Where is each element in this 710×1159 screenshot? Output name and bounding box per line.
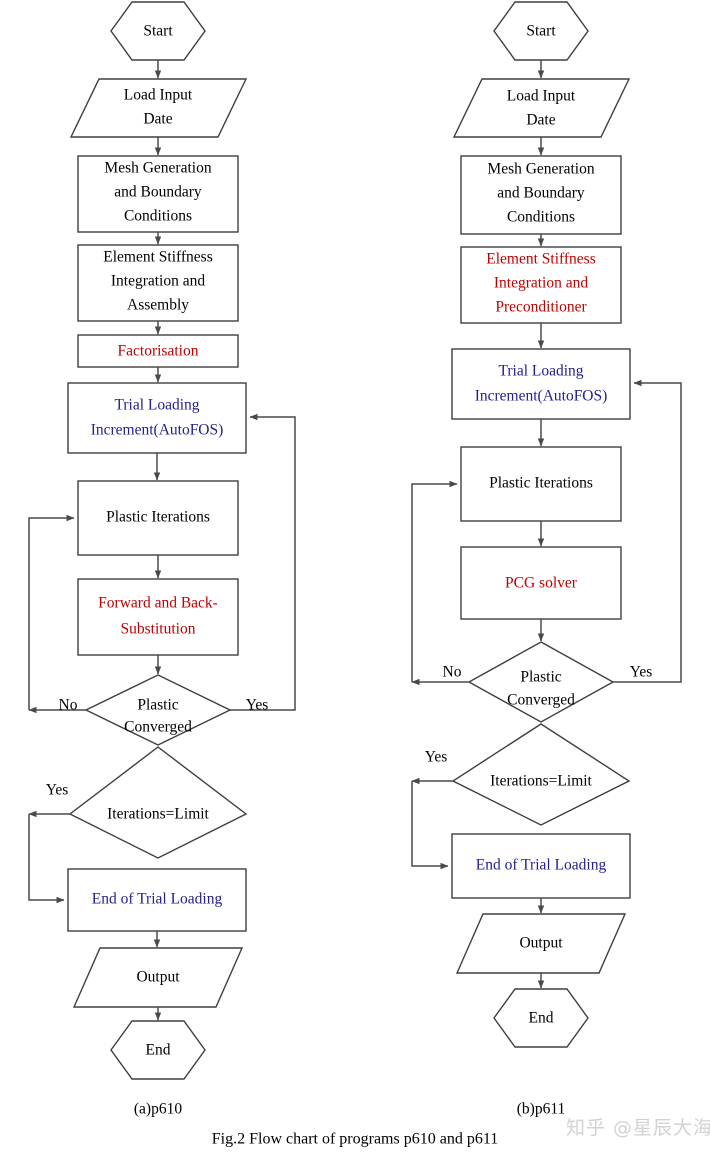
node-load-input-p610-line2: Date [143, 111, 172, 128]
node-forward-back-p610-line2: Substitution [121, 621, 196, 638]
node-mesh-p611: Mesh Generation and Boundary Conditions [460, 155, 622, 235]
node-iterations-limit-p611: Iterations=Limit [451, 723, 631, 826]
edge-rail-to-end-trial-p611 [411, 781, 449, 870]
node-start-p610: Start [110, 1, 206, 61]
node-trial-loading-p611: Trial Loading Increment(AutoFOS) [451, 348, 631, 420]
node-mesh-p610-line2: and Boundary [114, 184, 202, 201]
node-trial-loading-p610: Trial Loading Increment(AutoFOS) [67, 382, 247, 454]
edge-rail-to-plastic-iterations-p610 [28, 514, 75, 710]
edge-rail-to-end-trial-p610 [28, 814, 65, 904]
node-output-p610: Output [72, 947, 244, 1008]
edge-rail-to-plastic-iterations-p611 [411, 480, 458, 682]
node-factorisation-p610: Factorisation [77, 334, 239, 368]
node-trial-loading-p610-line2: Increment(AutoFOS) [91, 422, 224, 439]
chart-p611: Start Load Input Date Mesh Generation an… [411, 1, 682, 1118]
node-output-p610-label: Output [136, 969, 180, 986]
branch-label-limit-yes-p611: Yes [425, 749, 448, 766]
node-end-p610: End [110, 1020, 206, 1080]
node-end-p611-label: End [529, 1010, 554, 1027]
node-mesh-p611-line1: Mesh Generation [487, 161, 594, 178]
node-pcg-solver-p611-label: PCG solver [505, 575, 578, 592]
node-end-trial-p610-label: End of Trial Loading [92, 891, 223, 908]
node-end-trial-p610: End of Trial Loading [67, 868, 247, 932]
node-plastic-converged-p611-line1: Plastic [520, 669, 561, 686]
node-output-p611-label: Output [519, 935, 563, 952]
node-plastic-converged-p610: Plastic Converged [84, 674, 232, 746]
node-forward-back-p610: Forward and Back- Substitution [77, 578, 239, 656]
node-plastic-converged-p611-line2: Converged [507, 692, 575, 709]
node-plastic-iterations-p610: Plastic Iterations [77, 480, 239, 556]
node-trial-loading-p611-line2: Increment(AutoFOS) [475, 388, 608, 405]
node-iterations-limit-p610: Iterations=Limit [68, 746, 248, 859]
branch-label-converged-yes-p611: Yes [630, 664, 653, 681]
node-end-trial-p611-label: End of Trial Loading [476, 857, 607, 874]
node-plastic-iterations-p611-label: Plastic Iterations [489, 475, 593, 492]
node-factorisation-p610-label: Factorisation [118, 343, 199, 360]
node-mesh-p610-line3: Conditions [124, 208, 192, 225]
node-trial-loading-p610-line1: Trial Loading [114, 397, 199, 414]
node-forward-back-p610-line1: Forward and Back- [98, 595, 218, 612]
node-stiffness-p611: Element Stiffness Integration and Precon… [460, 246, 622, 324]
edge-converged-yes-loop-p610 [230, 413, 296, 711]
node-load-input-p610-line1: Load Input [124, 87, 193, 104]
branch-label-converged-yes-p610: Yes [246, 697, 269, 714]
node-mesh-p610-line1: Mesh Generation [104, 160, 211, 177]
node-output-p611: Output [455, 913, 627, 974]
node-mesh-p610: Mesh Generation and Boundary Conditions [77, 155, 239, 233]
node-plastic-converged-p611: Plastic Converged [467, 641, 615, 723]
node-stiffness-p610-line3: Assembly [127, 297, 189, 314]
node-stiffness-p611-line3: Preconditioner [495, 299, 587, 316]
node-plastic-iterations-p610-label: Plastic Iterations [106, 509, 210, 526]
edge-converged-yes-loop-p611 [613, 379, 682, 683]
node-start-p611-label: Start [526, 23, 556, 40]
node-load-input-p611-line2: Date [526, 112, 555, 129]
node-stiffness-p611-line1: Element Stiffness [486, 251, 596, 268]
node-mesh-p611-line2: and Boundary [497, 185, 585, 202]
figure-caption: Fig.2 Flow chart of programs p610 and p6… [212, 1131, 498, 1148]
node-end-p610-label: End [146, 1042, 171, 1059]
branch-label-limit-yes-p610: Yes [46, 782, 69, 799]
node-stiffness-p611-line2: Integration and [494, 275, 589, 292]
node-trial-loading-p611-line1: Trial Loading [498, 363, 583, 380]
sub-caption-p611: (b)p611 [517, 1101, 566, 1118]
node-iterations-limit-p611-label: Iterations=Limit [490, 773, 592, 790]
branch-label-converged-no-p610: No [59, 697, 78, 714]
branch-label-converged-no-p611: No [443, 664, 462, 681]
node-iterations-limit-p610-label: Iterations=Limit [107, 806, 209, 823]
node-plastic-iterations-p611: Plastic Iterations [460, 446, 622, 522]
node-stiffness-p610-line2: Integration and [111, 273, 206, 290]
node-plastic-converged-p610-line1: Plastic [137, 697, 178, 714]
node-end-p611: End [493, 988, 589, 1048]
node-end-trial-p611: End of Trial Loading [451, 833, 631, 899]
node-stiffness-p610: Element Stiffness Integration and Assemb… [77, 244, 239, 322]
node-stiffness-p610-line1: Element Stiffness [103, 249, 213, 266]
node-pcg-solver-p611: PCG solver [460, 546, 622, 620]
node-mesh-p611-line3: Conditions [507, 209, 575, 226]
node-load-input-p610: Load Input Date [69, 78, 248, 138]
watermark: 知乎 @星辰大海 [566, 1117, 710, 1139]
sub-caption-p610: (a)p610 [134, 1101, 182, 1118]
node-plastic-converged-p610-line2: Converged [124, 719, 192, 736]
node-start-p610-label: Start [143, 23, 173, 40]
node-load-input-p611-line1: Load Input [507, 88, 576, 105]
node-start-p611: Start [493, 1, 589, 61]
node-load-input-p611: Load Input Date [452, 78, 631, 138]
chart-p610: Start Load Input Date Mesh Generation an… [28, 1, 296, 1118]
